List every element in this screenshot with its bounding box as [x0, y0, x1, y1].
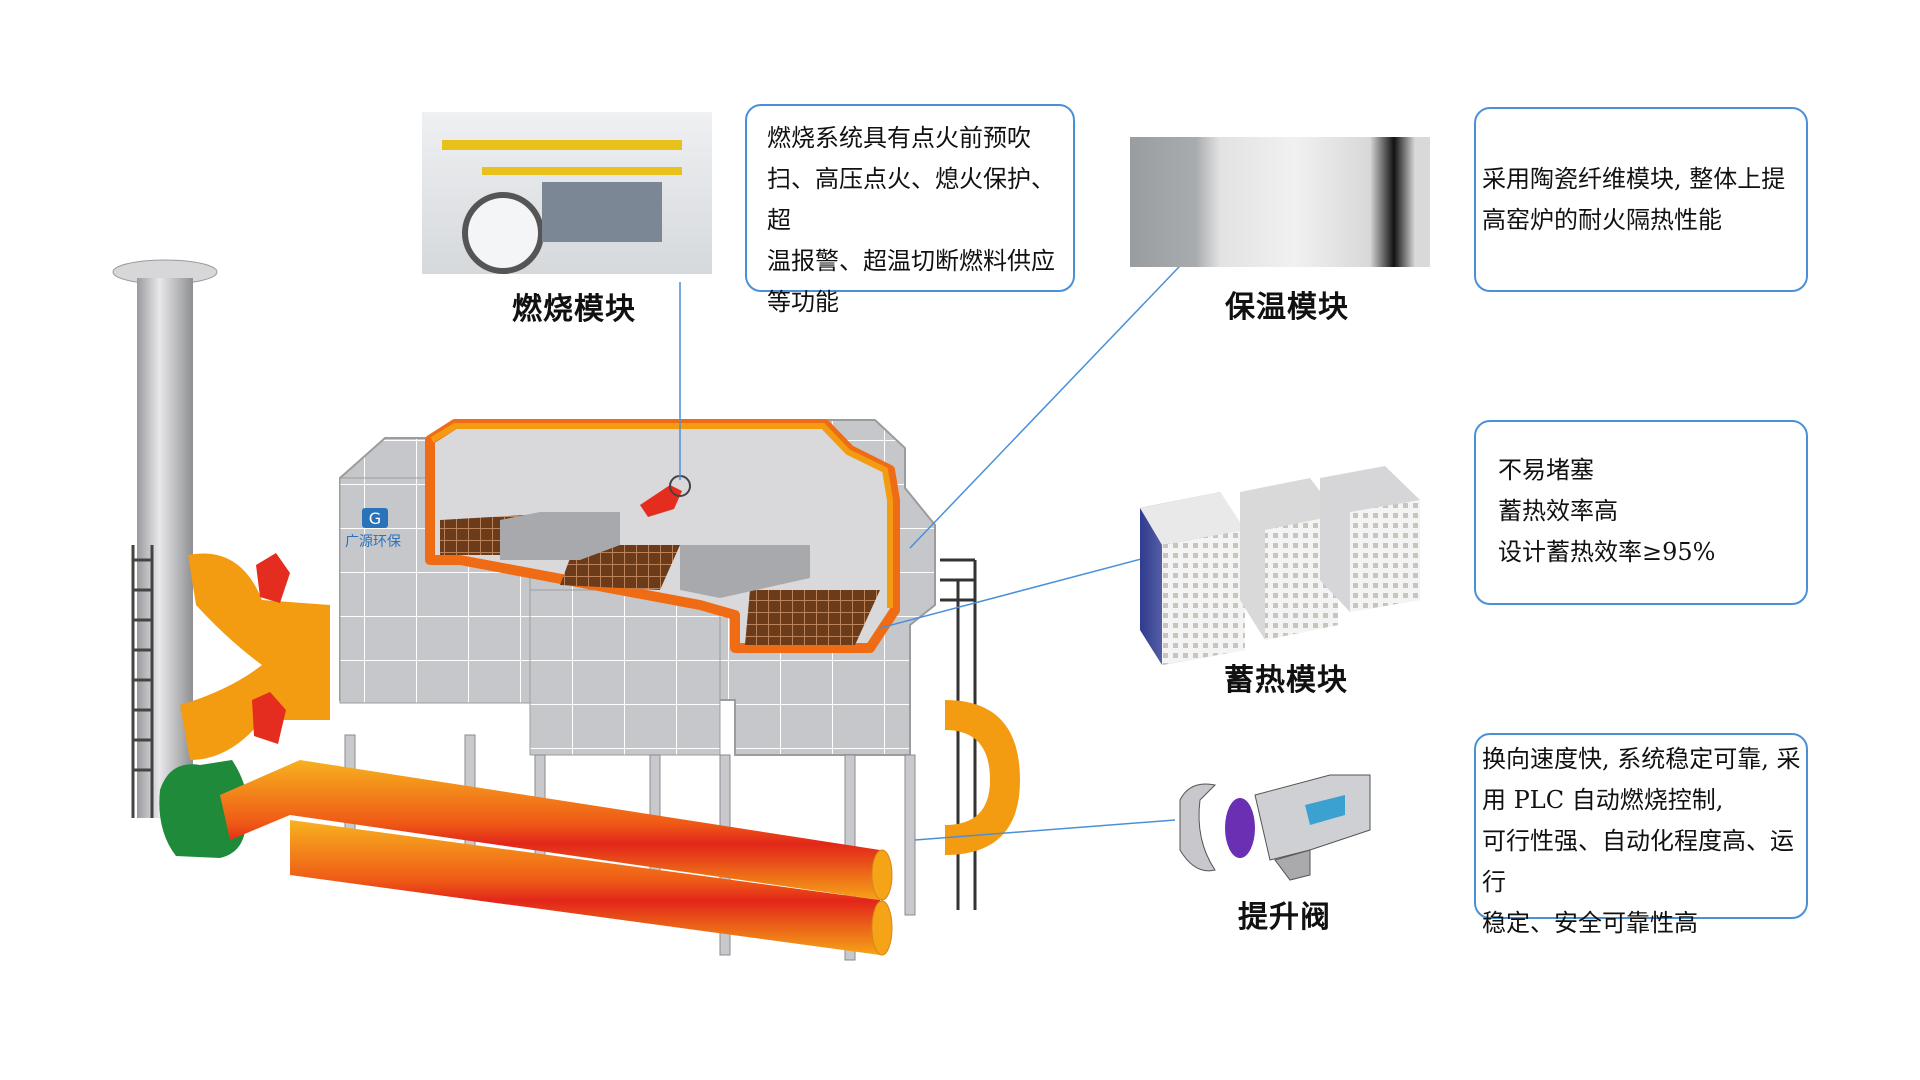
combustion-desc-line: 等功能: [767, 288, 839, 316]
pipe-rack-image: [442, 140, 682, 150]
insulation-desc-line: 采用陶瓷纤维模块, 整体上提: [1482, 165, 1786, 193]
green-fan: [159, 760, 248, 858]
right-duct: [945, 700, 1020, 855]
insulation-module-desc: 采用陶瓷纤维模块, 整体上提 高窑炉的耐火隔热性能: [1474, 107, 1808, 292]
insulation-module-title: 保温模块: [1225, 290, 1349, 325]
lift-valve-title: 提升阀: [1238, 900, 1331, 935]
insulation-desc-line: 高窑炉的耐火隔热性能: [1482, 206, 1722, 234]
regenerative-desc-line: 设计蓄热效率≥95%: [1498, 538, 1716, 566]
regenerative-desc-line: 不易堵塞: [1498, 456, 1594, 484]
hot-pipes: [220, 760, 893, 956]
regenerative-desc-line: 蓄热效率高: [1498, 497, 1618, 525]
leader-lines: [679, 244, 1201, 841]
combustion-module-title: 燃烧模块: [512, 292, 636, 327]
combustion-desc-line: 燃烧系统具有点火前预吹: [767, 124, 1031, 152]
regenerative-module-desc: 不易堵塞 蓄热效率高 设计蓄热效率≥95%: [1474, 420, 1808, 605]
combustion-module-photo: [422, 112, 712, 274]
valve-desc-line: 可行性强、自动化程度高、运行: [1482, 827, 1794, 896]
valve-desc-line: 换向速度快, 系统稳定可靠, 采: [1482, 745, 1801, 773]
chimney: [112, 259, 218, 818]
insulation-module-photo: [1130, 137, 1430, 267]
rto-body: [339, 419, 936, 756]
brand-name-text: 广源环保: [345, 534, 401, 550]
regenerative-module-title: 蓄热模块: [1224, 663, 1348, 698]
svg-text:G: G: [369, 509, 381, 528]
combustion-desc-line: 扫、高压点火、熄火保护、超: [767, 165, 1055, 234]
combustion-module-desc: 燃烧系统具有点火前预吹 扫、高压点火、熄火保护、超 温报警、超温切断燃料供应 等…: [745, 104, 1075, 316]
valve-desc-line: 用 PLC 自动燃烧控制,: [1482, 786, 1724, 814]
brand-logo: G 广源环保: [345, 508, 401, 550]
combustion-desc-line: 温报警、超温切断燃料供应: [767, 247, 1055, 275]
left-ducts: [180, 553, 330, 760]
valve-desc-line: 稳定、安全可靠性高: [1482, 909, 1698, 937]
lift-valve-desc: 换向速度快, 系统稳定可靠, 采 用 PLC 自动燃烧控制, 可行性强、自动化程…: [1474, 733, 1808, 937]
